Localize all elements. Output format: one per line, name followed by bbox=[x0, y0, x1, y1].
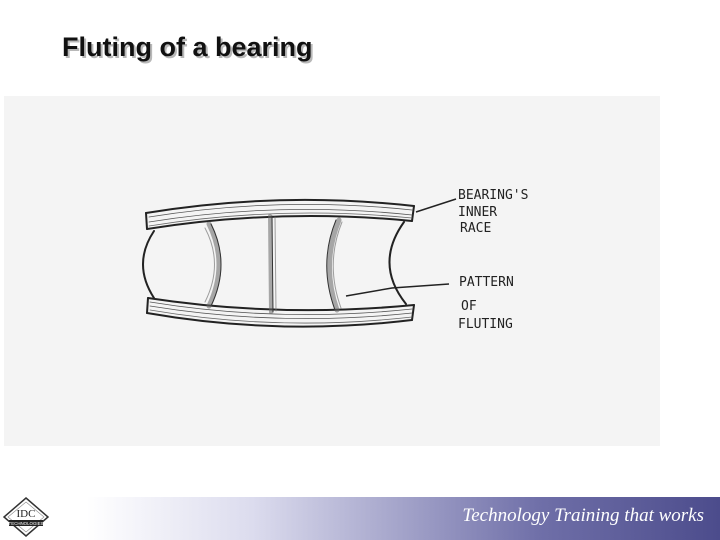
leader-line-pattern bbox=[345, 283, 450, 297]
label-pattern: PATTERN OF FLUTING bbox=[458, 275, 514, 332]
slide-title: Fluting of a bearing bbox=[62, 32, 313, 62]
footer-tagline: Technology Training that works bbox=[462, 505, 704, 526]
label-inner-race-line-3: RACE bbox=[460, 221, 491, 236]
logo-subtext: TECHNOLOGIES bbox=[9, 521, 44, 526]
footer-bar bbox=[0, 497, 720, 540]
label-inner-race-line-2: INNER bbox=[458, 205, 497, 220]
logo-wordmark: IDC bbox=[17, 508, 36, 520]
label-inner-race: BEARING'S INNER RACE bbox=[458, 188, 528, 236]
label-inner-race-line-1: BEARING'S bbox=[458, 188, 528, 203]
fluting-pattern-drawing bbox=[204, 214, 343, 314]
label-pattern-line-3: FLUTING bbox=[458, 317, 513, 332]
label-pattern-line-1: PATTERN bbox=[459, 275, 514, 290]
label-pattern-line-2: OF bbox=[461, 299, 477, 314]
leader-line-inner-race bbox=[415, 198, 457, 213]
company-logo: IDC TECHNOLOGIES bbox=[3, 497, 49, 537]
bearing-inner-race-drawing bbox=[142, 198, 415, 328]
bearing-sketch: BEARING'S INNER RACE PATTERN OF FLUTING bbox=[4, 96, 660, 446]
